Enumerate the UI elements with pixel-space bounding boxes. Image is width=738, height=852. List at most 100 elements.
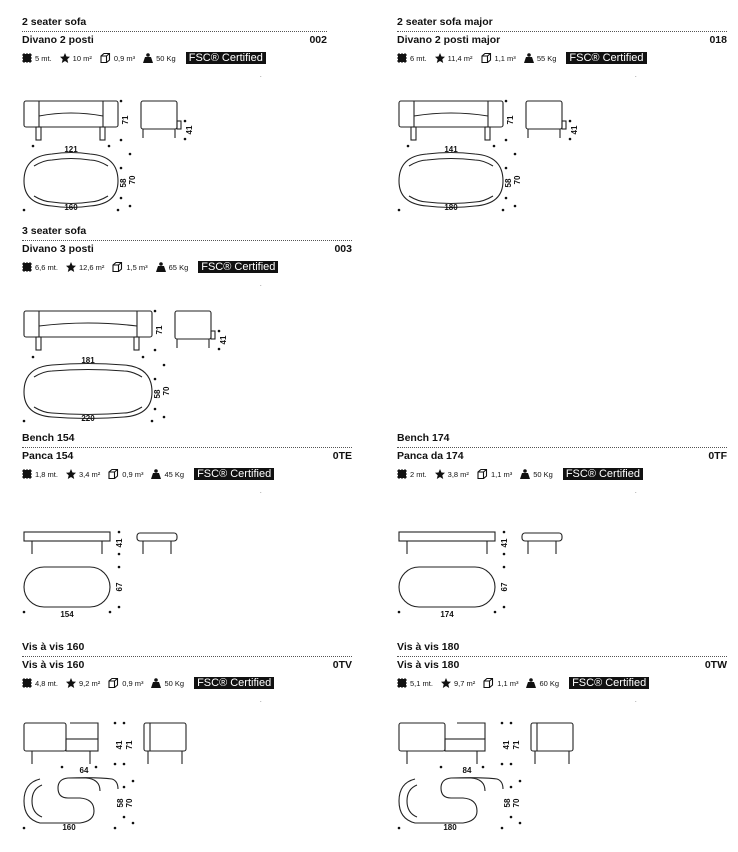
star-icon — [434, 53, 445, 63]
spec-volume: 1,1 m³ — [480, 53, 516, 63]
weight-icon — [523, 53, 534, 63]
dim-seat-height: 41 — [185, 125, 194, 134]
spec-volume: 0,9 m³ — [100, 53, 135, 63]
dim-width: 220 — [81, 414, 95, 423]
dot-mark: . — [260, 489, 262, 495]
product-block-2-seater: 2 seater sofa Divano 2 posti 002 5 mt. 1… — [22, 16, 327, 216]
fsc-badge: FSC® Certified — [198, 261, 279, 273]
dim-depth-a: 58 — [504, 178, 513, 187]
dim-depth-a: 58 — [119, 178, 128, 187]
spec-fabric: 4,8 mt. — [22, 678, 58, 688]
spec-volume: 1,1 m³ — [483, 678, 518, 688]
product-name-en: Vis à vis 160 — [22, 641, 85, 653]
star-icon — [65, 262, 76, 272]
product-name-en: 2 seater sofa — [22, 16, 87, 28]
spec-area: 11,4 m² — [434, 53, 473, 63]
fabric-icon — [22, 678, 32, 688]
fsc-badge: FSC® Certified — [566, 52, 647, 64]
dim-width: 160 — [64, 203, 78, 212]
dim-depth-b: 70 — [513, 175, 522, 184]
dim-height: 71 — [512, 740, 521, 749]
star-icon — [65, 678, 76, 688]
cube-icon — [477, 469, 487, 479]
cube-icon — [108, 678, 119, 688]
fsc-badge: FSC® Certified — [194, 468, 275, 480]
product-block-vis-a-vis-180: Vis à vis 180 Vis à vis 180 0TW 5,1 mt. … — [397, 641, 727, 841]
product-code: 002 — [309, 34, 327, 46]
spec-area: 3,8 m² — [434, 469, 469, 479]
weight-icon — [151, 678, 162, 688]
dot-mark: . — [260, 282, 262, 288]
product-name-en: 2 seater sofa major — [397, 16, 493, 28]
dimension-drawing: 154 41 67 — [22, 530, 178, 619]
fabric-icon — [22, 469, 32, 479]
cube-icon — [483, 678, 494, 688]
spec-area: 9,2 m² — [65, 678, 100, 688]
star-icon — [65, 469, 76, 479]
fabric-icon — [22, 262, 32, 272]
star-icon — [434, 469, 445, 479]
dimension-drawing: 121 160 71 41 58 70 — [22, 99, 194, 212]
product-name-en: 3 seater sofa — [22, 225, 87, 237]
fabric-icon — [397, 469, 407, 479]
separator — [22, 656, 352, 657]
product-name-it: Vis à vis 180 — [397, 659, 460, 671]
spec-weight: 50 Kg — [151, 678, 184, 688]
dim-depth-a: 58 — [503, 798, 512, 807]
spec-weight: 50 Kg — [143, 53, 176, 63]
product-code: 003 — [334, 243, 352, 255]
product-block-2-seater-major: 2 seater sofa major Divano 2 posti major… — [397, 16, 727, 216]
dim-inner: 64 — [80, 766, 89, 775]
star-icon — [59, 53, 70, 63]
separator — [22, 31, 327, 32]
dim-inner: 84 — [463, 766, 472, 775]
dim-back: 181 — [81, 356, 95, 365]
dim-width: 154 — [60, 610, 74, 619]
dim-depth-a: 58 — [116, 798, 125, 807]
separator — [397, 656, 727, 657]
dot-mark: . — [635, 489, 637, 495]
product-code: 0TW — [704, 659, 727, 671]
product-name-it: Vis à vis 160 — [22, 659, 85, 671]
dim-back: 121 — [64, 145, 78, 154]
product-code: 0TF — [708, 450, 727, 462]
dot-mark: . — [635, 73, 637, 79]
weight-icon — [143, 53, 154, 63]
fabric-icon — [397, 678, 407, 688]
spec-fabric: 6,6 mt. — [22, 262, 58, 272]
weight-icon — [526, 678, 537, 688]
spec-weight: 45 Kg — [151, 469, 184, 479]
product-name-en: Bench 174 — [397, 432, 450, 444]
weight-icon — [155, 262, 166, 272]
dim-width: 180 — [443, 823, 457, 832]
product-code: 0TE — [332, 450, 352, 462]
spec-row: 5 mt. 10 m² 0,9 m³ 50 Kg FSC® Certified — [22, 52, 266, 64]
weight-icon — [151, 469, 162, 479]
product-block-bench-154: Bench 154 Panca 154 0TE 1,8 mt. 3,4 m² 0… — [22, 432, 352, 632]
dim-height: 71 — [125, 740, 134, 749]
product-block-bench-174: Bench 174 Panca da 174 0TF 2 mt. 3,8 m² … — [397, 432, 727, 632]
fabric-icon — [397, 53, 407, 63]
spec-volume: 0,9 m³ — [108, 678, 143, 688]
dim-depth-b: 70 — [128, 175, 137, 184]
dim-seat-height: 41 — [115, 740, 124, 749]
product-block-3-seater: 3 seater sofa Divano 3 posti 003 6,6 mt.… — [22, 225, 352, 425]
dim-depth-b: 70 — [125, 798, 134, 807]
dim-seat-height: 41 — [570, 125, 579, 134]
dim-seat-height: 41 — [500, 538, 509, 547]
dim-depth: 67 — [500, 582, 509, 591]
weight-icon — [520, 469, 531, 479]
dim-width: 160 — [62, 823, 76, 832]
spec-row: 1,8 mt. 3,4 m² 0,9 m³ 45 Kg FSC® Certifi… — [22, 468, 275, 480]
dot-mark: . — [260, 698, 262, 704]
fsc-badge: FSC® Certified — [569, 677, 650, 689]
spec-area: 10 m² — [59, 53, 92, 63]
product-name-en: Bench 154 — [22, 432, 75, 444]
spec-row: 6,6 mt. 12,6 m² 1,5 m³ 65 Kg FSC® Certif… — [22, 261, 279, 273]
dim-depth-a: 58 — [153, 389, 162, 398]
product-code: 0TV — [332, 659, 352, 671]
dot-mark: . — [260, 73, 262, 79]
separator — [397, 447, 727, 448]
product-block-vis-a-vis-160: Vis à vis 160 Vis à vis 160 0TV 4,8 mt. … — [22, 641, 352, 841]
separator — [22, 240, 352, 241]
